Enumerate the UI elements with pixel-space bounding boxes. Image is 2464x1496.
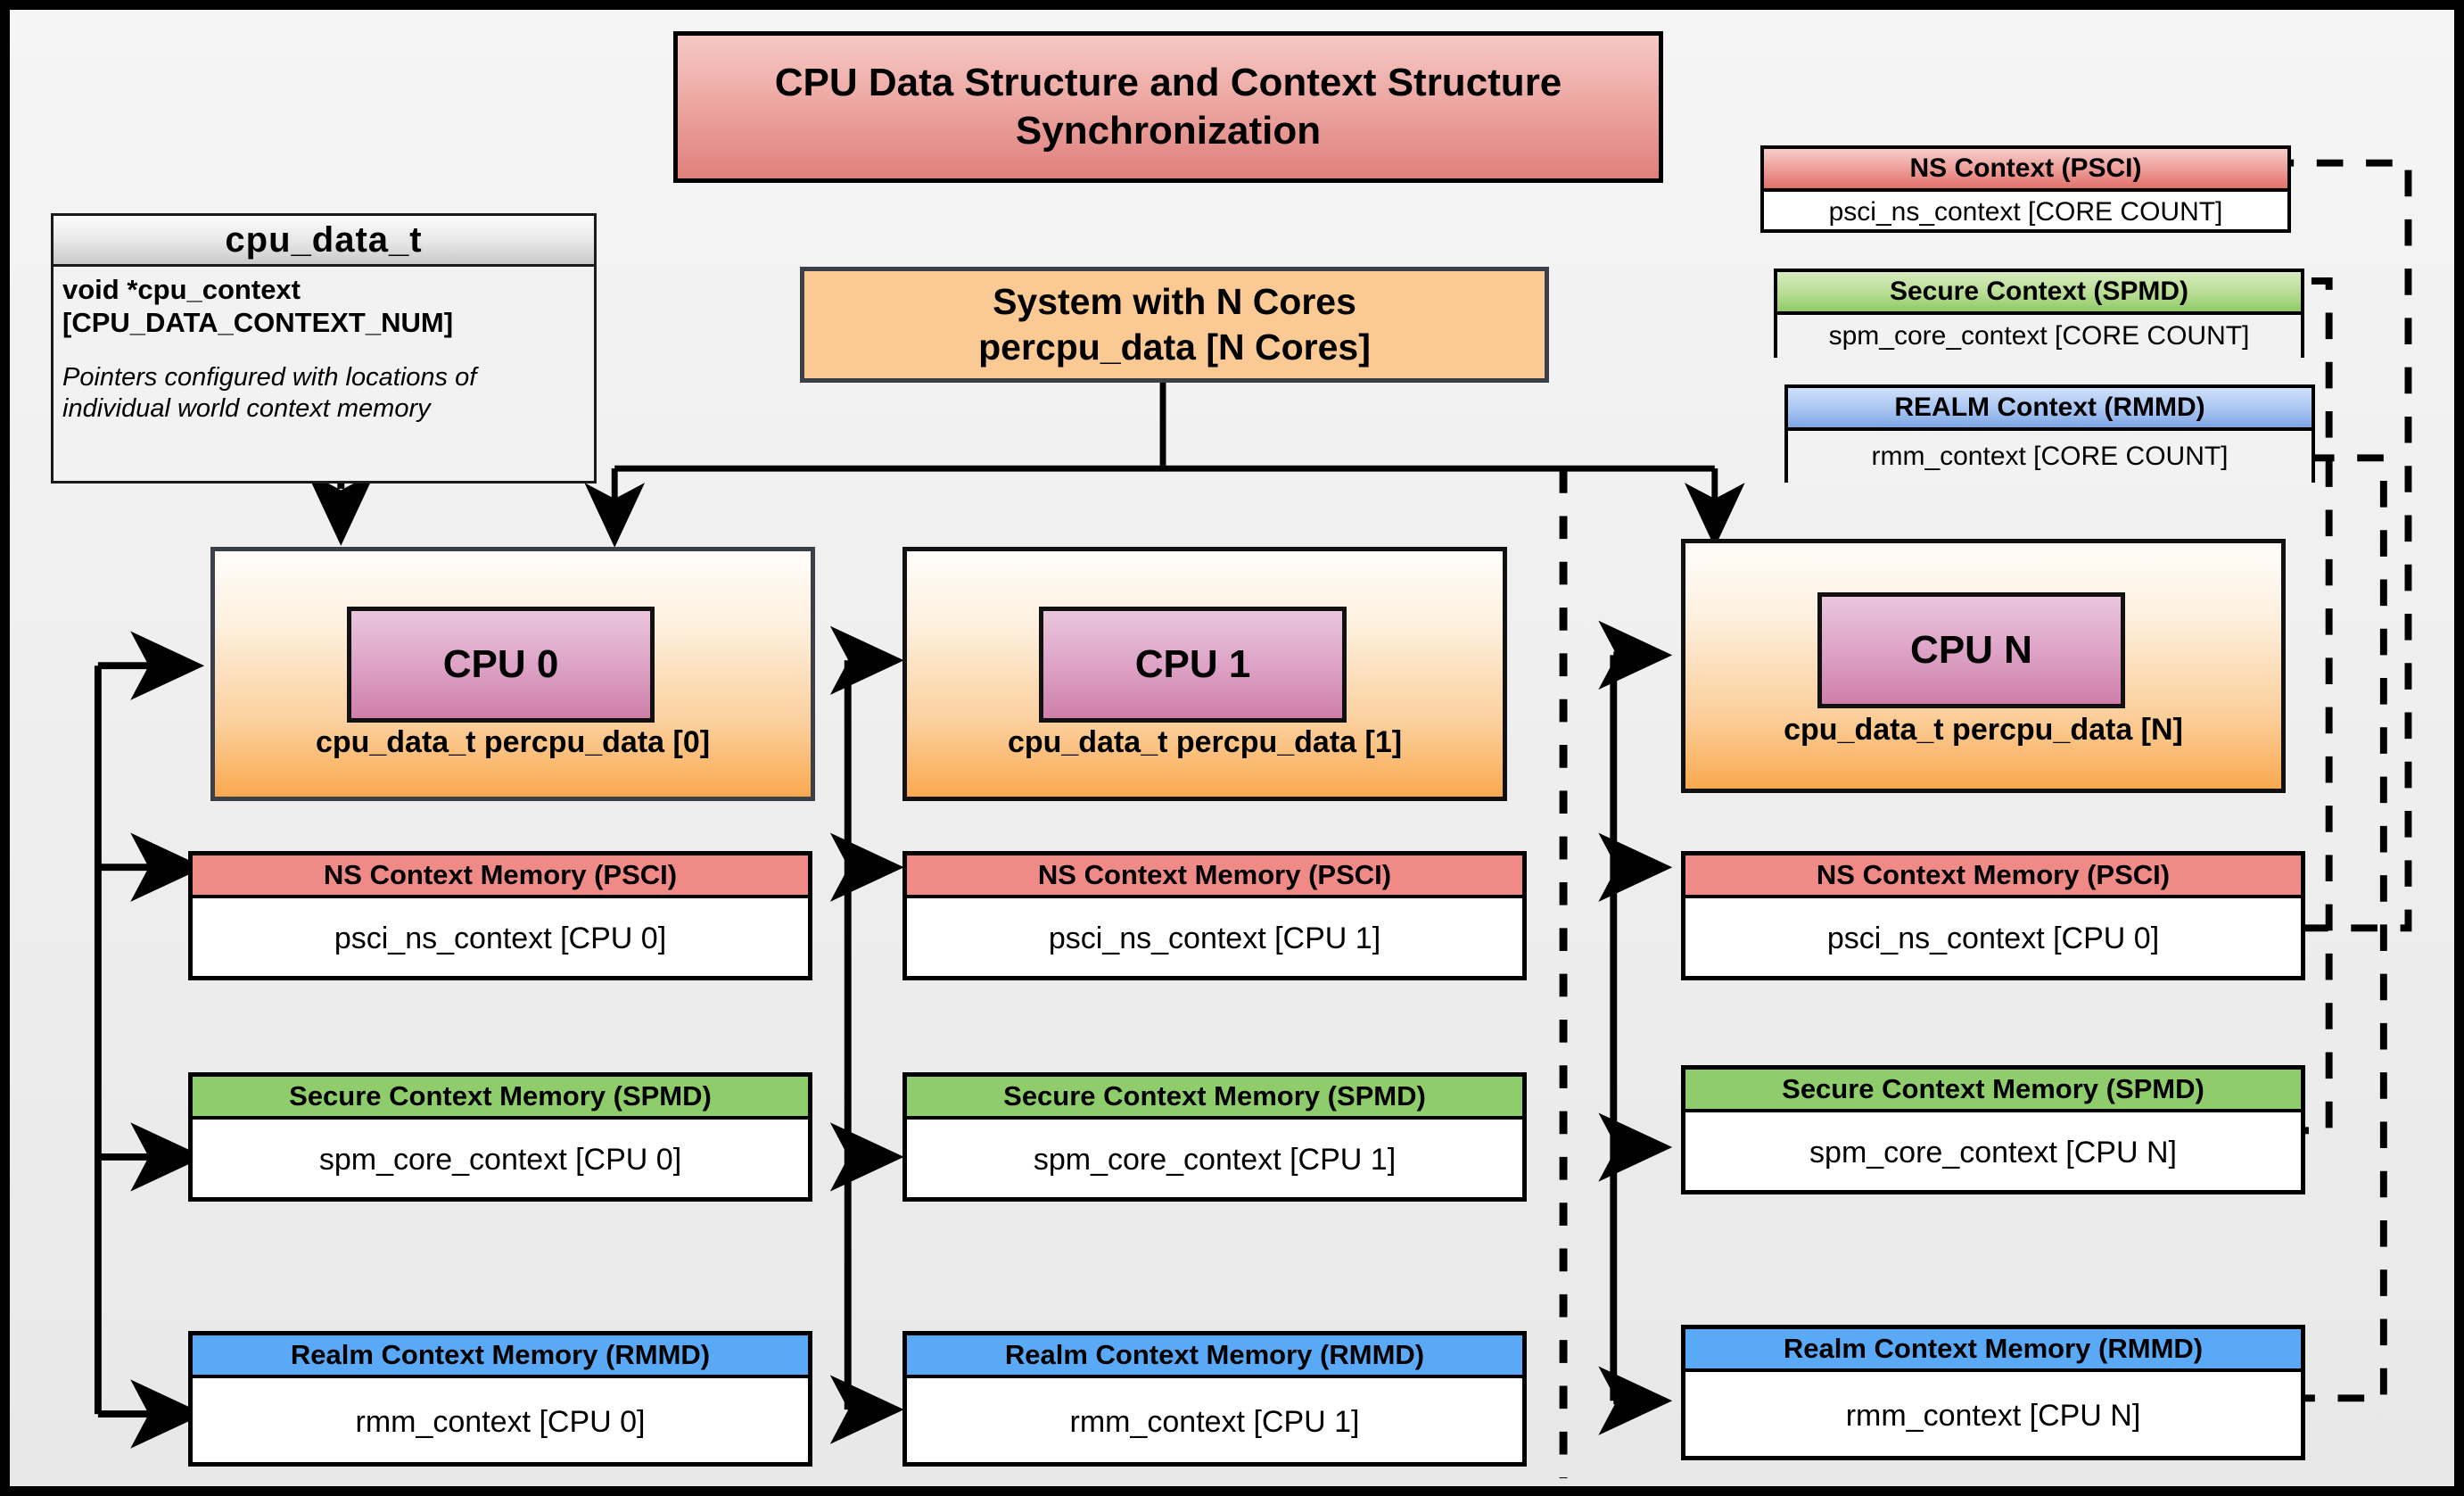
global-context-ns-body: psci_ns_context [CORE COUNT] [1828, 197, 2223, 227]
global-context-secure: Secure Context (SPMD) spm_core_context [… [1774, 269, 2304, 358]
cpu1-context-secure-body: spm_core_context [CPU 1] [1033, 1143, 1397, 1177]
cpu-card-n: CPU N cpu_data_t percpu_data [N] [1681, 539, 2286, 793]
system-fanout-wires [584, 379, 1745, 548]
cpu-caption-1: cpu_data_t percpu_data [1] [1007, 725, 1403, 759]
global-context-realm-body: rmm_context [CORE COUNT] [1788, 431, 2312, 483]
cpu-chip-1: CPU 1 [1039, 607, 1347, 723]
cpun-context-ns-body: psci_ns_context [CPU 0] [1826, 922, 2160, 955]
cpun-context-secure-header: Secure Context Memory (SPMD) [1685, 1070, 2301, 1112]
global-context-realm-header: REALM Context (RMMD) [1788, 388, 2312, 431]
cpuN-pointer-wires [1598, 620, 1673, 1435]
cpu-data-t-struct: cpu_data_t void *cpu_context [CPU_DATA_C… [51, 213, 597, 484]
cpu0-context-secure-body: spm_core_context [CPU 0] [318, 1143, 682, 1177]
cpun-context-realm-header: Realm Context Memory (RMMD) [1685, 1329, 2301, 1372]
cpun-context-realm: Realm Context Memory (RMMD) rmm_context … [1681, 1325, 2305, 1460]
global-context-realm: REALM Context (RMMD) rmm_context [CORE C… [1784, 384, 2315, 483]
cpun-context-ns-header: NS Context Memory (PSCI) [1685, 855, 2301, 898]
system-line2: percpu_data [N Cores] [978, 326, 1371, 368]
cpu1-context-ns: NS Context Memory (PSCI) psci_ns_context… [902, 851, 1527, 980]
cpu1-context-ns-body: psci_ns_context [CPU 1] [1048, 922, 1381, 955]
cpu-data-t-note: Pointers configured with locations of in… [62, 363, 477, 423]
global-context-ns-header: NS Context (PSCI) [1764, 149, 2287, 192]
cpu-chip-n: CPU N [1817, 592, 2125, 708]
global-context-secure-body: spm_core_context [CORE COUNT] [1777, 315, 2301, 358]
cpu-caption-0: cpu_data_t percpu_data [0] [315, 725, 711, 759]
cpu-chip-0: CPU 0 [347, 607, 655, 723]
cpun-context-realm-body: rmm_context [CPU N] [1845, 1398, 2141, 1433]
cpu1-pointer-wires [829, 625, 904, 1444]
cpu0-context-ns-body: psci_ns_context [CPU 0] [334, 922, 667, 955]
cpu0-context-realm-header: Realm Context Memory (RMMD) [193, 1335, 808, 1378]
cpu0-context-ns: NS Context Memory (PSCI) psci_ns_context… [188, 851, 812, 980]
system-line1: System with N Cores [993, 280, 1356, 322]
cpu-caption-n: cpu_data_t percpu_data [N] [1784, 713, 2183, 747]
cpu0-pointer-wires [94, 631, 205, 1449]
cpun-context-ns: NS Context Memory (PSCI) psci_ns_context… [1681, 851, 2305, 980]
cpu0-context-secure: Secure Context Memory (SPMD) spm_core_co… [188, 1072, 812, 1202]
cpu1-context-secure: Secure Context Memory (SPMD) spm_core_co… [902, 1072, 1527, 1202]
cpu-data-t-field-line2: [CPU_DATA_CONTEXT_NUM] [62, 306, 454, 338]
cpu1-context-realm-body: rmm_context [CPU 1] [1069, 1404, 1360, 1439]
cpu1-context-realm-header: Realm Context Memory (RMMD) [907, 1335, 1522, 1378]
cpun-context-secure-body: spm_core_context [CPU N] [1809, 1136, 2177, 1170]
cpu1-context-secure-header: Secure Context Memory (SPMD) [907, 1077, 1522, 1120]
cpu0-context-secure-header: Secure Context Memory (SPMD) [193, 1077, 808, 1120]
cpu0-context-realm-body: rmm_context [CPU 0] [355, 1404, 646, 1439]
cpu1-context-realm: Realm Context Memory (RMMD) rmm_context … [902, 1331, 1527, 1467]
cpu1-context-ns-header: NS Context Memory (PSCI) [907, 855, 1522, 898]
cpu-card-0: CPU 0 cpu_data_t percpu_data [0] [210, 547, 815, 801]
cpun-context-secure: Secure Context Memory (SPMD) spm_core_co… [1681, 1065, 2305, 1194]
system-overview-box: System with N Cores percpu_data [N Cores… [800, 267, 1549, 383]
cpu-data-t-field-line1: void *cpu_context [62, 274, 301, 305]
cpu-card-1: CPU 1 cpu_data_t percpu_data [1] [902, 547, 1507, 801]
page-title: CPU Data Structure and Context Structure… [673, 31, 1663, 183]
cpu0-context-realm: Realm Context Memory (RMMD) rmm_context … [188, 1331, 812, 1467]
global-context-ns: NS Context (PSCI) psci_ns_context [CORE … [1760, 145, 2291, 233]
cpu0-context-ns-header: NS Context Memory (PSCI) [193, 855, 808, 898]
global-context-secure-header: Secure Context (SPMD) [1777, 272, 2301, 315]
cpu-data-t-header: cpu_data_t [54, 216, 594, 267]
